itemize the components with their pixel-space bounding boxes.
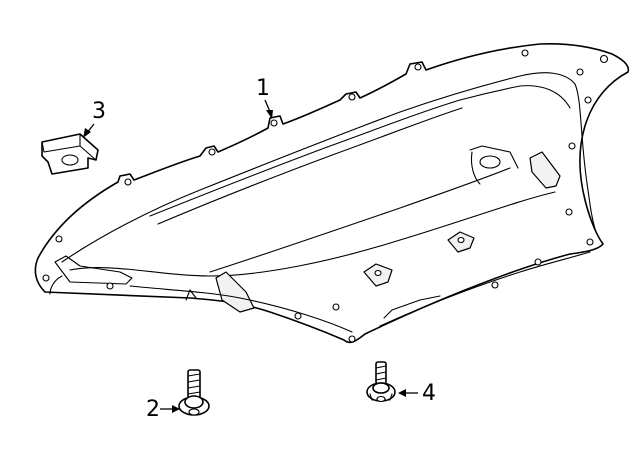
- callout-label-3: 3: [92, 99, 106, 124]
- callout-4: 4: [398, 381, 436, 406]
- callout-3: 3: [83, 99, 106, 138]
- callout-label-1: 1: [256, 76, 270, 101]
- flange-bolt: [366, 361, 396, 403]
- callout-2: 2: [146, 397, 180, 422]
- callout-1: 1: [256, 76, 273, 119]
- callout-label-2: 2: [146, 397, 160, 422]
- splash-shield: [34, 43, 630, 344]
- callout-label-4: 4: [422, 381, 436, 406]
- washer-bolt: [178, 369, 210, 416]
- clip-nut: [41, 133, 99, 175]
